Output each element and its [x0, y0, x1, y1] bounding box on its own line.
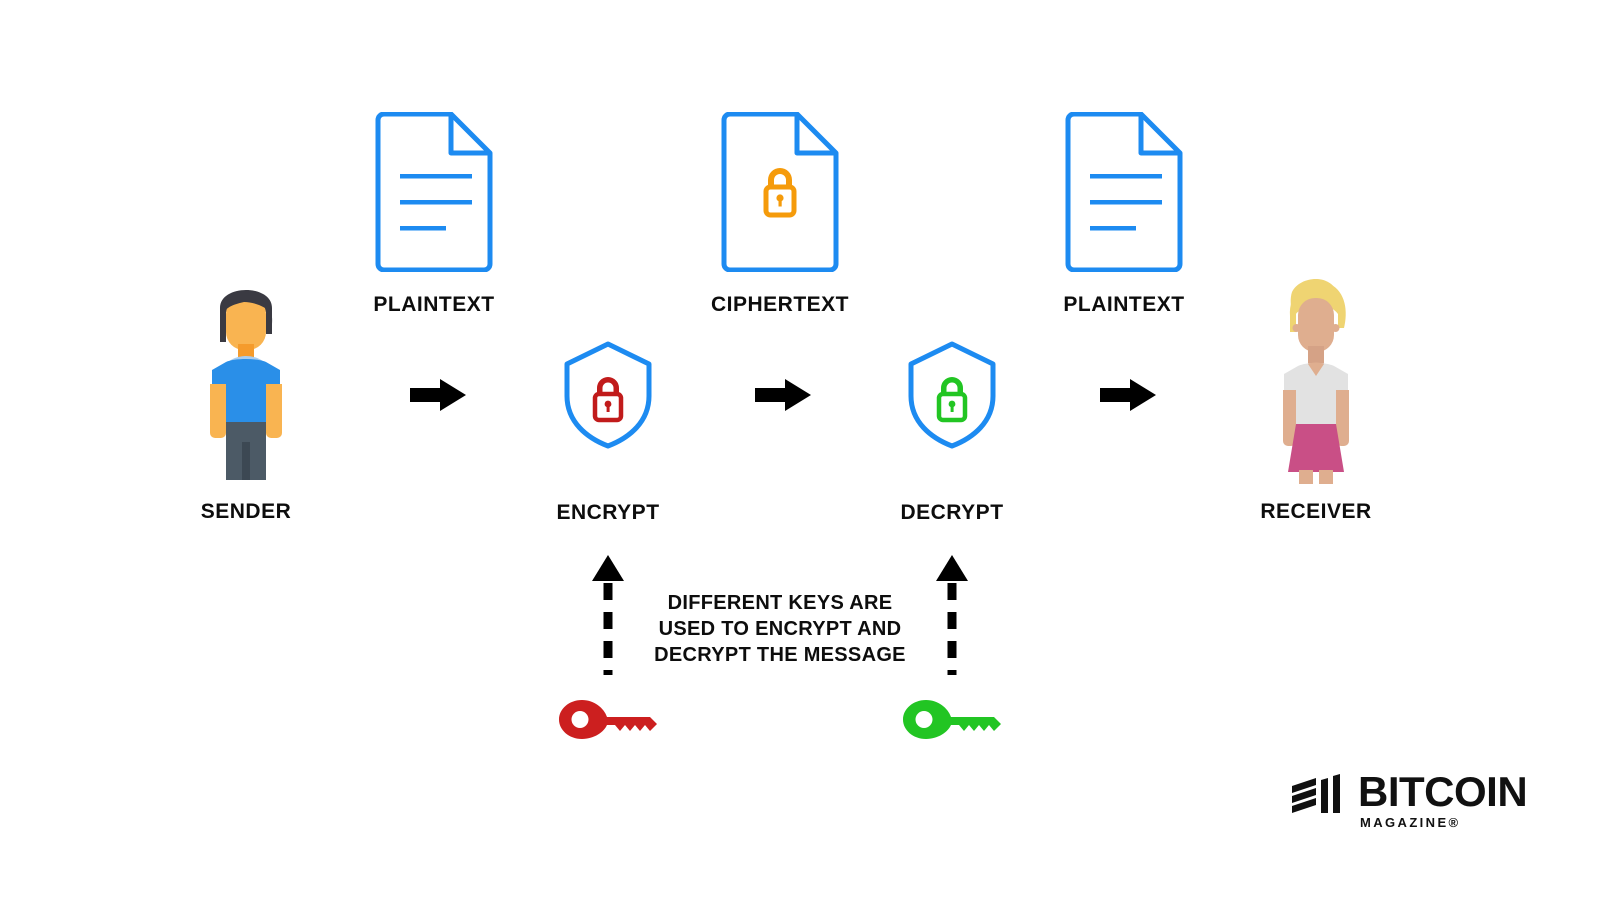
plaintext-document-2 — [1063, 111, 1185, 273]
bitcoin-magazine-logo: BITCOIN MAGAZINE® — [1290, 768, 1528, 830]
explanation-note: DIFFERENT KEYS ARE USED TO ENCRYPT AND D… — [630, 590, 930, 668]
note-line-2: USED TO ENCRYPT AND — [658, 618, 902, 640]
document-lines-icon — [375, 111, 493, 273]
decrypt-shield — [905, 340, 999, 450]
bitcoin-magazine-mark-icon — [1290, 772, 1344, 823]
decrypt-label: DECRYPT — [900, 501, 1004, 524]
flow-arrow-3 — [1100, 377, 1158, 413]
person-female-icon — [1283, 278, 1349, 484]
document-lines-icon — [1065, 111, 1183, 273]
note-line-3: DECRYPT THE MESSAGE — [654, 644, 906, 666]
encryption-key-red — [558, 698, 658, 740]
plaintext-document-1 — [373, 111, 495, 273]
sender-person — [196, 272, 296, 484]
document-lock-orange-icon — [721, 111, 839, 273]
flow-arrow-2 — [755, 377, 813, 413]
plaintext-label-1: PLAINTEXT — [373, 293, 495, 316]
receiver-person — [1268, 272, 1364, 484]
ciphertext-document — [719, 111, 841, 273]
logo-wordmark: BITCOIN — [1358, 768, 1528, 815]
arrow-up-dashed-icon — [936, 555, 968, 675]
arrow-right-icon — [1100, 379, 1156, 411]
logo-subtitle: MAGAZINE® — [1360, 815, 1461, 830]
shield-lock-green-icon — [908, 341, 996, 449]
receiver-label: RECEIVER — [1260, 500, 1372, 523]
key-arrow-decrypt — [930, 553, 974, 675]
encrypt-shield — [561, 340, 655, 450]
note-line-1: DIFFERENT KEYS ARE — [667, 592, 893, 614]
arrow-right-icon — [410, 379, 466, 411]
decryption-key-green — [902, 698, 1002, 740]
flow-arrow-1 — [410, 377, 468, 413]
arrow-right-icon — [755, 379, 811, 411]
shield-lock-red-icon — [564, 341, 652, 449]
person-male-icon — [210, 290, 282, 480]
sender-label: SENDER — [200, 500, 292, 523]
key-icon — [903, 700, 1001, 739]
ciphertext-label: CIPHERTEXT — [710, 293, 849, 316]
plaintext-label-2: PLAINTEXT — [1063, 293, 1185, 316]
arrow-up-dashed-icon — [592, 555, 624, 675]
key-arrow-encrypt — [586, 553, 630, 675]
key-icon — [559, 700, 657, 739]
encrypt-label: ENCRYPT — [556, 501, 660, 524]
